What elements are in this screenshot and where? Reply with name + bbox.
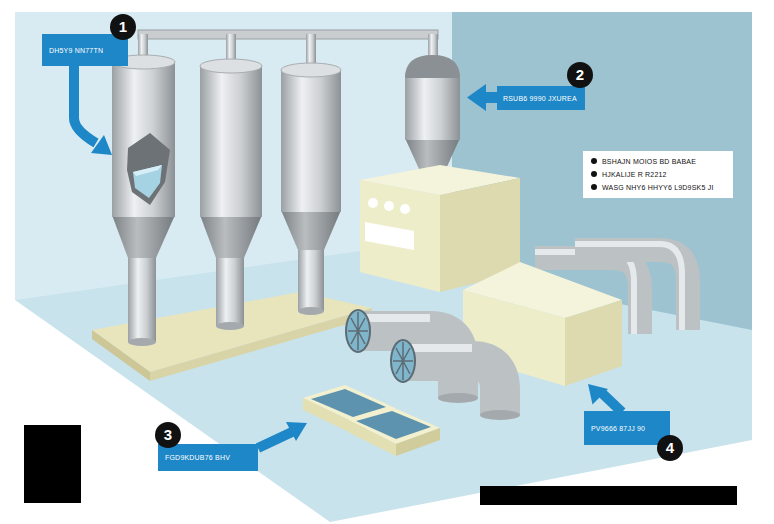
- fan-tube-part: [438, 393, 478, 403]
- note-text: BSHAJN MOIOS BD BABAE: [591, 157, 696, 166]
- note-box: BSHAJN MOIOS BD BABAE HJKALIJE R R2212WAS…: [583, 151, 733, 198]
- mill-machine-part: [384, 201, 394, 211]
- silo: [200, 59, 262, 330]
- water-tray-part: [303, 398, 353, 434]
- room-part: [452, 12, 752, 330]
- fan-tube-part: [391, 340, 415, 382]
- callout-number: 2: [567, 62, 593, 88]
- water-tray-part: [348, 420, 396, 456]
- silo-part: [133, 165, 162, 176]
- silo-part: [200, 59, 262, 73]
- hopper-part: [405, 55, 460, 78]
- room: [15, 12, 752, 522]
- mill-machine-part: [365, 222, 414, 250]
- feed-pipe-part: [138, 30, 438, 39]
- silo: [112, 55, 175, 346]
- callout-arrow-part: [258, 432, 292, 448]
- water-tray: [348, 407, 440, 456]
- callout-arrow-part: [286, 422, 307, 441]
- callout-text: DH5Y9 NN77TN: [49, 46, 103, 55]
- fan-tube-part: [405, 361, 500, 415]
- silo-part: [200, 215, 262, 258]
- note-text: HJKALIJE R R2212: [591, 170, 667, 179]
- mill-machine: [360, 165, 520, 292]
- separator-machine-part: [565, 300, 622, 386]
- callout-text: FGD9KDUB76 BHV: [165, 453, 230, 462]
- hopper-part: [405, 74, 460, 140]
- fan-tube: [391, 340, 520, 420]
- silo-part: [216, 250, 244, 326]
- mill-machine-part: [368, 198, 378, 208]
- feed-pipe-part: [428, 34, 438, 58]
- callout-box: FGD9KDUB76 BHV: [158, 444, 258, 471]
- room-part: [15, 12, 752, 522]
- mill-machine-part: [400, 204, 410, 214]
- silo-base-part: [150, 308, 372, 381]
- callout-box: DH5Y9 NN77TN: [42, 34, 128, 66]
- fan-tube-part: [348, 312, 368, 350]
- silo-part: [298, 307, 324, 315]
- callout-arrow-part: [602, 393, 622, 412]
- silo-part: [281, 63, 341, 77]
- fan-tube-part: [346, 310, 370, 352]
- silo-part: [281, 210, 341, 250]
- black-block-part: [24, 425, 81, 503]
- silo-part: [112, 62, 175, 217]
- mill-machine-part: [360, 180, 440, 292]
- silo-part: [128, 250, 156, 342]
- callout-box: RSUB6 9990 JXUREA: [497, 86, 585, 110]
- callout-arrow-part: [74, 66, 96, 143]
- callout-arrow-part: [467, 84, 486, 111]
- feed-pipe: [138, 30, 438, 70]
- callout-box: PV9666 87JJ 90: [584, 411, 670, 445]
- silo-part: [133, 165, 162, 198]
- water-tray-part: [396, 428, 440, 456]
- silo-part: [128, 338, 156, 346]
- callout-arrow: [74, 66, 622, 448]
- fan-tube-part: [393, 342, 413, 380]
- fan-tube-part: [405, 344, 472, 352]
- callout-arrow-part: [588, 384, 608, 405]
- fan-tube-part: [480, 410, 520, 420]
- callout-number: 3: [155, 422, 181, 448]
- callout-arrow-part: [91, 135, 112, 155]
- room-part: [15, 12, 452, 300]
- silo-part: [281, 70, 341, 212]
- silo-part: [298, 245, 324, 311]
- callout-text: PV9666 87JJ 90: [591, 424, 645, 433]
- black-block-part: [480, 486, 737, 505]
- callout-number: 1: [110, 14, 136, 40]
- fan-tube-part: [360, 314, 430, 322]
- note-text: WASG NHY6 HHYY6 L9D9SK5 JI: [591, 183, 714, 192]
- silo: [281, 63, 341, 315]
- silo-part: [200, 66, 262, 217]
- callout-number: 4: [657, 435, 683, 461]
- silo-part: [127, 133, 170, 205]
- silo-part: [112, 215, 175, 258]
- silo-part: [216, 322, 244, 330]
- callout-text: RSUB6 9990 JXUREA: [503, 94, 577, 103]
